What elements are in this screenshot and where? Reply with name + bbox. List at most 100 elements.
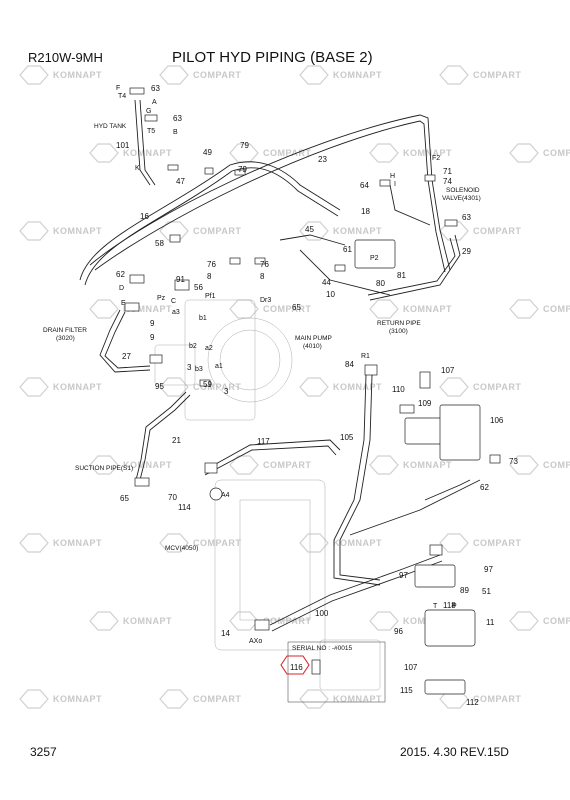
watermark-tile: KOMNAPT [19, 689, 102, 709]
watermark-tile: COMPART [439, 533, 521, 553]
watermark-text: COMPART [193, 70, 241, 80]
watermark-text: COMPART [263, 304, 311, 314]
part-number-47: 47 [176, 177, 185, 186]
part-number-74: 74 [443, 177, 452, 186]
port-letter: T5 [147, 128, 155, 135]
port-letter: AXo [249, 638, 262, 645]
part-number-61: 61 [343, 245, 352, 254]
watermark-tile: KOMNAPT [299, 65, 382, 85]
part-number-76: 76 [260, 260, 269, 269]
port-letter: F [116, 85, 120, 92]
watermark-text: KOMNAPT [333, 382, 382, 392]
part-number-105: 105 [340, 433, 354, 442]
component-outlines [154, 299, 381, 691]
port-letter: T [433, 603, 438, 610]
part-number-117: 117 [257, 437, 270, 446]
label-hyd-tank: HYD TANK [94, 123, 127, 130]
port-letter: b1 [199, 315, 207, 322]
watermark-text: KOMNAPT [53, 382, 102, 392]
part-callouts: 6363101497979472371746418631658452961817… [116, 84, 518, 707]
watermark-tile: COMPART [509, 611, 570, 631]
part-number-59: 59 [203, 380, 212, 389]
part-number-80: 80 [376, 279, 385, 288]
part-number-27: 27 [122, 352, 131, 361]
watermark-text: COMPART [193, 538, 241, 548]
watermark-text: KOMNAPT [53, 226, 102, 236]
label-main-pump-code: (4010) [303, 343, 322, 350]
revision-date: 2015. 4.30 REV.15D [400, 745, 509, 759]
watermark-tile: COMPART [159, 689, 241, 709]
part-number-65: 65 [120, 494, 129, 503]
part-number-63: 63 [173, 114, 182, 123]
part-number-49: 49 [203, 148, 212, 157]
part-number-107: 107 [404, 663, 418, 672]
watermark-tile: KOMNAPT [299, 533, 382, 553]
part-number-21: 21 [172, 436, 181, 445]
label-suction-pipe: SUCTION PIPE(S1) [75, 465, 133, 472]
diagram-labels: HYD TANK SOLENOID VALVE(4301) DRAIN FILT… [43, 123, 481, 652]
port-letter: G [146, 108, 151, 115]
part-number-16: 16 [140, 212, 149, 221]
watermark-text: COMPART [473, 694, 521, 704]
watermark-text: KOMNAPT [53, 694, 102, 704]
part-number-116: 116 [290, 663, 303, 672]
watermark-text: KOMNAPT [53, 538, 102, 548]
watermark-text: COMPART [473, 538, 521, 548]
part-number-58: 58 [155, 239, 164, 248]
port-letter: P2 [370, 255, 379, 262]
watermark-tile: KOMNAPT [369, 299, 452, 319]
watermark-text: COMPART [193, 382, 241, 392]
port-letter: K [135, 165, 140, 172]
watermark-tile: COMPART [159, 533, 241, 553]
watermark-tile: COMPART [439, 377, 521, 397]
watermark-tile: COMPART [159, 221, 241, 241]
part-number-107: 107 [441, 366, 455, 375]
port-letter: D [119, 285, 124, 292]
part-number-106: 106 [490, 416, 504, 425]
watermark-text: KOMNAPT [333, 538, 382, 548]
port-letter: R1 [361, 353, 370, 360]
watermark-text: KOMNAPT [333, 226, 382, 236]
watermark-tile: COMPART [159, 377, 241, 397]
port-letter: Pf1 [205, 293, 216, 300]
part-number-71: 71 [443, 167, 452, 176]
watermark-text: COMPART [473, 382, 521, 392]
part-number-18: 18 [361, 207, 370, 216]
watermark-tile: KOMNAPT [89, 611, 172, 631]
part-number-79: 79 [240, 141, 249, 150]
part-number-76: 76 [207, 260, 216, 269]
port-letter: a3 [172, 309, 180, 316]
watermark-tile: COMPART [439, 65, 521, 85]
part-number-14: 14 [221, 629, 230, 638]
port-letter: a2 [205, 345, 213, 352]
port-letter: E [121, 300, 126, 307]
watermark-tile: COMPART [229, 611, 311, 631]
watermark-text: KOMNAPT [123, 148, 172, 158]
fittings [124, 87, 501, 695]
watermark-text: COMPART [193, 694, 241, 704]
part-number-8: 8 [207, 272, 212, 281]
part-number-62: 62 [116, 270, 125, 279]
part-number-62: 62 [480, 483, 489, 492]
page-number: 3257 [30, 745, 57, 759]
part-number-101: 101 [116, 141, 130, 150]
watermark-tile: KOMNAPT [19, 221, 102, 241]
part-number-10: 10 [326, 290, 335, 299]
label-drain-filter: DRAIN FILTER [43, 327, 87, 334]
part-number-96: 96 [394, 627, 403, 636]
part-number-23: 23 [318, 155, 327, 164]
highlight-marker [280, 655, 310, 675]
watermark-tile: KOMNAPT [299, 377, 382, 397]
watermark-text: KOMNAPT [123, 460, 172, 470]
serial-inset-box [287, 641, 386, 703]
watermark-layer: KOMNAPT COMPART KOMNAPT COMPART KOMNAPT COMPA… [19, 65, 570, 709]
port-letter: B [173, 129, 178, 136]
port-letter: T4 [118, 93, 126, 100]
watermark-tile: KOMNAPT [89, 143, 172, 163]
part-number-81: 81 [397, 271, 406, 280]
port-letter: b3 [195, 366, 203, 373]
part-number-11: 11 [486, 618, 495, 627]
port-letter: H [390, 173, 395, 180]
part-number-44: 44 [322, 278, 331, 287]
